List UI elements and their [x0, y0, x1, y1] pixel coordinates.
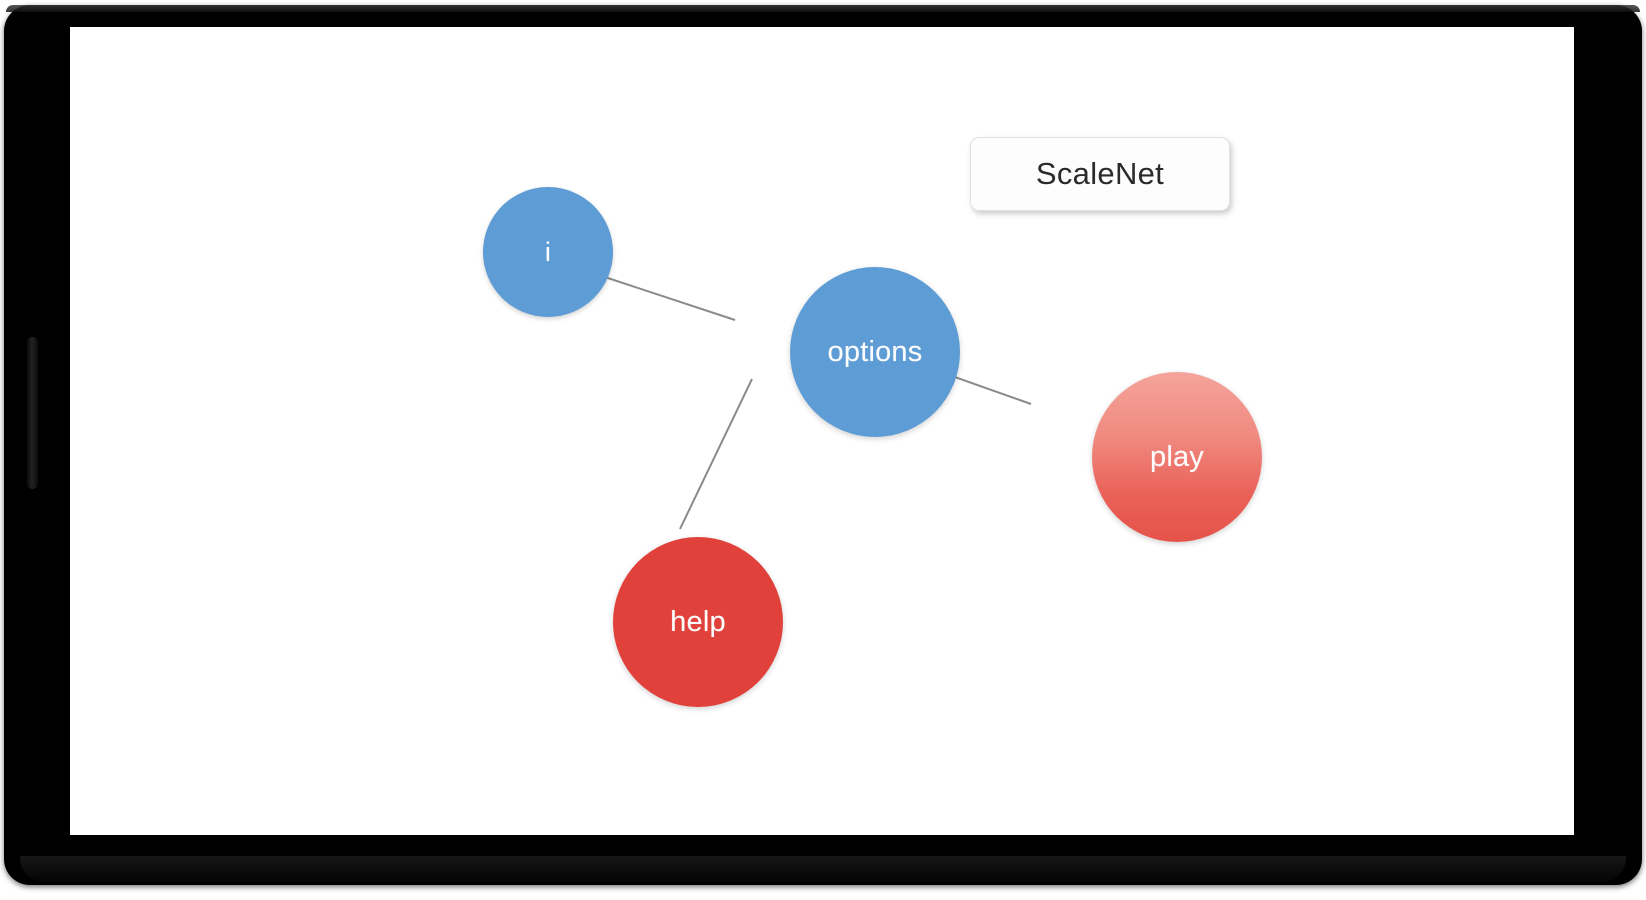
graph-node-help-label: help	[670, 605, 726, 638]
graph-node-i[interactable]: i	[483, 187, 613, 317]
graph-node-options-label: options	[827, 335, 923, 368]
graph-node-options[interactable]: options	[790, 267, 960, 437]
app-title-label: ScaleNet	[1035, 156, 1165, 191]
graph-node-i-label: i	[544, 236, 552, 267]
graph-node-help[interactable]: help	[613, 537, 783, 707]
bezel-bottom-highlight	[20, 856, 1626, 882]
graph-node-play[interactable]: play	[1092, 372, 1262, 542]
device-screen: i options play help ScaleNet	[70, 27, 1574, 835]
app-title-chip[interactable]: ScaleNet	[970, 137, 1230, 211]
graph-edge-layer	[537, 254, 1032, 530]
power-button[interactable]	[27, 337, 38, 489]
bezel-top-highlight	[6, 5, 1640, 12]
graph-canvas[interactable]: i options play help ScaleNet	[70, 27, 1574, 835]
graph-node-play-label: play	[1150, 440, 1204, 473]
edge-options-help	[679, 378, 753, 530]
